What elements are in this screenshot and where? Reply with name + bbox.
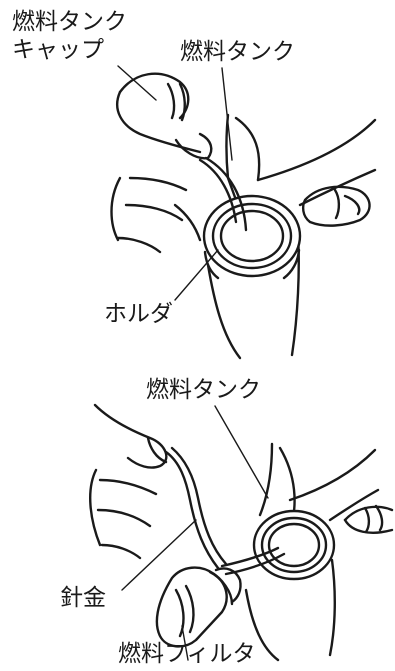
leader-holder [174, 249, 219, 301]
filler-neck-top [202, 194, 302, 280]
leader-fuel-tank-cap [117, 65, 157, 101]
hand-top-right [301, 185, 371, 227]
fuel-tank-cap [198, 156, 248, 232]
hand-bottom-right [343, 504, 394, 534]
filler-neck-bottom [252, 509, 336, 581]
hand-bottom-left [89, 403, 168, 560]
leader-fuel-tank-bottom [214, 405, 269, 499]
fuel-filter [155, 566, 242, 648]
label-wire: 針金 [60, 585, 106, 611]
leader-fuel-tank-top [221, 67, 233, 161]
label-fuel-tank-cap-line2: キャップ [12, 37, 104, 63]
label-fuel-tank-cap-line1: 燃料タンク [12, 9, 127, 35]
label-holder: ホルダ [104, 301, 173, 327]
label-fuel-tank-top: 燃料タンク [180, 39, 295, 65]
label-fuel-tank-cap: 燃料タンク キャップ [12, 8, 127, 64]
leader-fuel-filter [181, 625, 189, 661]
label-fuel-filter: 燃料フィルタ [118, 641, 256, 667]
bottom-illustration [89, 403, 394, 662]
hand-top-left [110, 72, 213, 254]
leader-wire [121, 519, 197, 591]
wire [164, 446, 286, 576]
top-illustration [110, 65, 377, 360]
label-fuel-tank-bottom: 燃料タンク [146, 377, 261, 403]
